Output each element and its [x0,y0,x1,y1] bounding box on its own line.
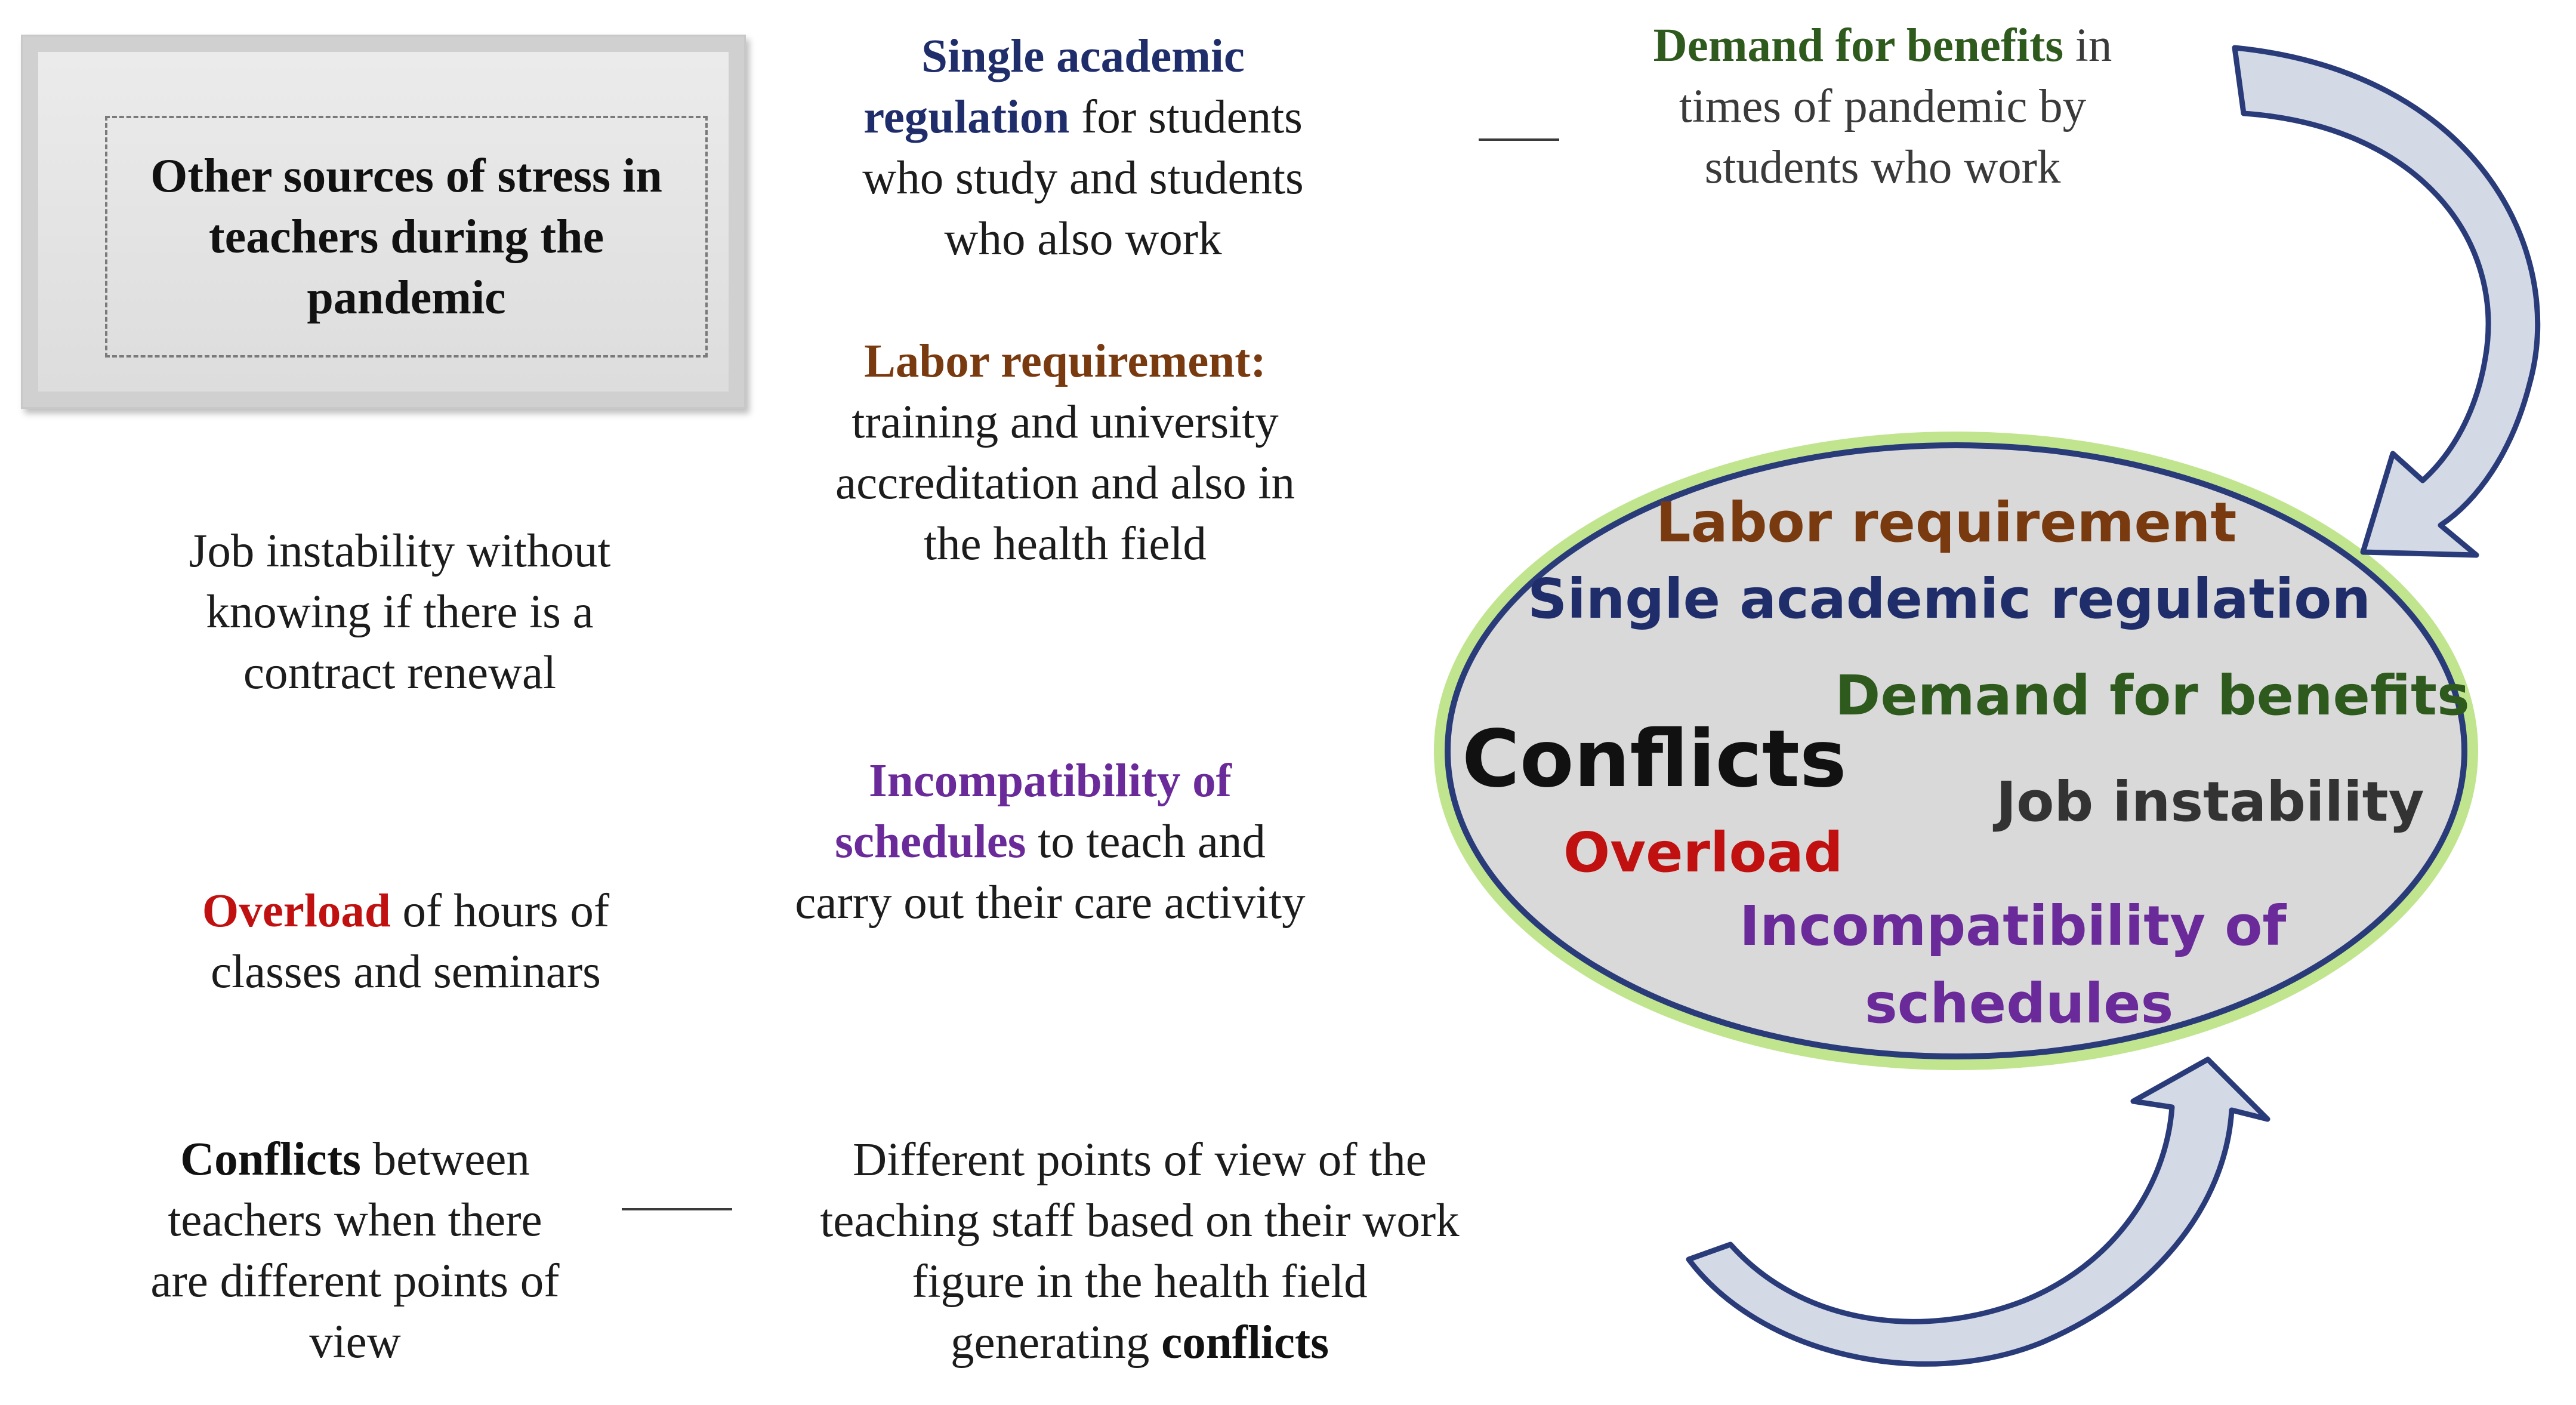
cloud-word-overload: Overload [1563,821,1843,885]
connector-dash-bottom [622,1208,732,1210]
overload-rest: of hours of classes and seminars [211,885,610,998]
schedules-highlight: Incompatibility of schedules [835,755,1232,868]
cloud-word-incompat-1: Incompatibility of [1739,894,2287,958]
schedules-rest: to teach and carry out their care activi… [795,816,1306,929]
cloud-word-regulation: Single academic regulation [1528,567,2371,631]
cloud-ellipse-glow [1434,432,2478,1070]
labor-text-block: Labor requirement: training and universi… [809,331,1322,575]
overload-highlight: Overload [202,885,391,937]
job-text-block: Job instability without knowing if there… [189,525,611,699]
title-dashed-frame: Other sources of stress in teachers duri… [105,116,708,358]
conflicts-highlight: Conflicts [180,1133,361,1185]
bottom-curved-arrow [1686,1056,2270,1367]
regulation-highlight: Single academic regulation [863,30,1245,143]
regulation-rest: for students who study and students who … [862,91,1304,265]
benefits-rest: in times of pandemic by students who wor… [1679,20,2112,193]
viewpoints-text: Different points of view of the teaching… [820,1134,1460,1369]
benefits-highlight: Demand for benefits [1653,20,2064,72]
top-curved-arrow [2232,45,2541,558]
labor-highlight: Labor requirement: [864,335,1266,387]
title-text: Other sources of stress in teachers duri… [150,149,662,324]
cloud-ellipse [1445,442,2467,1059]
labor-rest: training and university accreditation an… [835,396,1295,570]
cloud-word-conflicts: Conflicts [1462,713,1847,805]
cloud-word-labor: Labor requirement [1656,491,2237,554]
schedules-text-block: Incompatibility of schedules to teach an… [791,751,1310,933]
conflicts-rest: between teachers when there are differen… [150,1133,560,1368]
title-box: Other sources of stress in teachers duri… [21,35,746,409]
benefits-text-block: Demand for benefits in times of pandemic… [1626,16,2139,198]
regulation-text-block: Single academic regulation for students … [826,26,1340,270]
cloud-word-benefits: Demand for benefits [1835,664,2470,728]
conflicts-text-block: Conflicts between teachers when there ar… [137,1129,573,1373]
cloud-word-incompat-2: schedules [1865,972,2174,1036]
cloud-word-job: Job instability [1996,770,2424,834]
viewpoints-text-block: Different points of view of the teaching… [815,1130,1465,1373]
connector-dash-top [1479,138,1559,141]
viewpoints-highlight: conflicts [1161,1317,1329,1369]
overload-text-block: Overload of hours of classes and seminar… [164,881,647,1003]
